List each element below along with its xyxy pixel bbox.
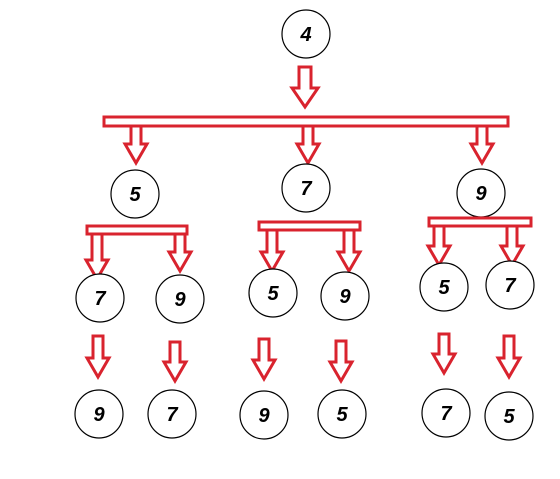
node-level1-c: 9 — [456, 168, 506, 218]
node-level3-a1-label: 9 — [93, 404, 105, 426]
node-level3-b2-circle — [317, 389, 367, 439]
node-level2-a2: 9 — [155, 274, 205, 324]
node-root: 4 — [281, 9, 331, 59]
arrow-to-level3-a1 — [84, 334, 112, 380]
node-level3-b1-label: 9 — [258, 405, 270, 427]
arrow-to-level2-a2 — [166, 232, 194, 274]
node-level1-a-circle — [110, 169, 160, 219]
node-level3-b2: 5 — [317, 389, 367, 439]
arrow-root-down — [289, 65, 321, 110]
node-level1-c-label: 9 — [475, 183, 487, 205]
node-level2-a2-label: 9 — [174, 289, 186, 311]
arrow-to-level2-b1 — [258, 228, 286, 274]
arrow-to-level2-a1 — [83, 232, 111, 282]
node-level2-a1: 7 — [75, 273, 125, 323]
arrow-to-level3-b2 — [327, 339, 355, 384]
arrow-to-level1-c — [468, 124, 496, 166]
node-level3-a1-circle — [74, 389, 124, 439]
node-level3-c2-label: 5 — [503, 406, 515, 428]
node-level3-a2-label: 7 — [166, 404, 178, 426]
node-level1-b-circle — [281, 163, 331, 213]
arrow-to-level2-c1 — [425, 224, 453, 268]
node-level2-b2-label: 9 — [339, 286, 351, 308]
arrow-to-level2-b2 — [335, 228, 363, 274]
node-level2-c2-circle — [485, 260, 535, 310]
bracket-level2-a — [85, 224, 189, 236]
arrow-to-level3-b1 — [250, 337, 278, 382]
node-level2-a2-circle — [155, 274, 205, 324]
node-level2-a1-label: 7 — [94, 288, 106, 310]
node-level3-c1-circle — [421, 388, 471, 438]
arrow-to-level3-c1 — [430, 332, 458, 376]
node-level1-b-label: 7 — [300, 178, 312, 200]
node-level2-c1-circle — [419, 262, 469, 312]
bracket-level2-c — [427, 216, 533, 228]
node-root-circle — [281, 9, 331, 59]
node-level2-b2-circle — [320, 271, 370, 321]
node-level3-a2: 7 — [147, 389, 197, 439]
node-level2-b1-label: 5 — [267, 283, 279, 305]
node-level3-b2-label: 5 — [336, 404, 348, 426]
node-level3-b1: 9 — [239, 390, 289, 440]
node-level2-b1-circle — [248, 268, 298, 318]
node-level1-a: 5 — [110, 169, 160, 219]
arrow-to-level2-c2 — [498, 224, 526, 268]
node-level3-c2: 5 — [484, 391, 534, 441]
bracket-level2-b — [257, 220, 362, 232]
node-level2-b2: 9 — [320, 271, 370, 321]
node-level3-c1-label: 7 — [440, 403, 452, 425]
node-level3-b1-circle — [239, 390, 289, 440]
node-level2-b1: 5 — [248, 268, 298, 318]
node-level2-c2: 7 — [485, 260, 535, 310]
node-level2-c1-label: 5 — [438, 277, 450, 299]
arrow-to-level1-a — [122, 124, 150, 166]
arrow-to-level1-b — [294, 124, 322, 166]
node-level3-a1: 9 — [74, 389, 124, 439]
node-root-label: 4 — [299, 24, 311, 46]
node-level1-b: 7 — [281, 163, 331, 213]
node-level3-c2-circle — [484, 391, 534, 441]
node-level3-a2-circle — [147, 389, 197, 439]
arrow-to-level3-a2 — [161, 340, 189, 384]
arrow-to-level3-c2 — [495, 334, 523, 380]
node-level2-c2-label: 7 — [504, 275, 516, 297]
node-level2-c1: 5 — [419, 262, 469, 312]
node-level2-a1-circle — [75, 273, 125, 323]
node-level1-a-label: 5 — [129, 184, 141, 206]
node-level3-c1: 7 — [421, 388, 471, 438]
